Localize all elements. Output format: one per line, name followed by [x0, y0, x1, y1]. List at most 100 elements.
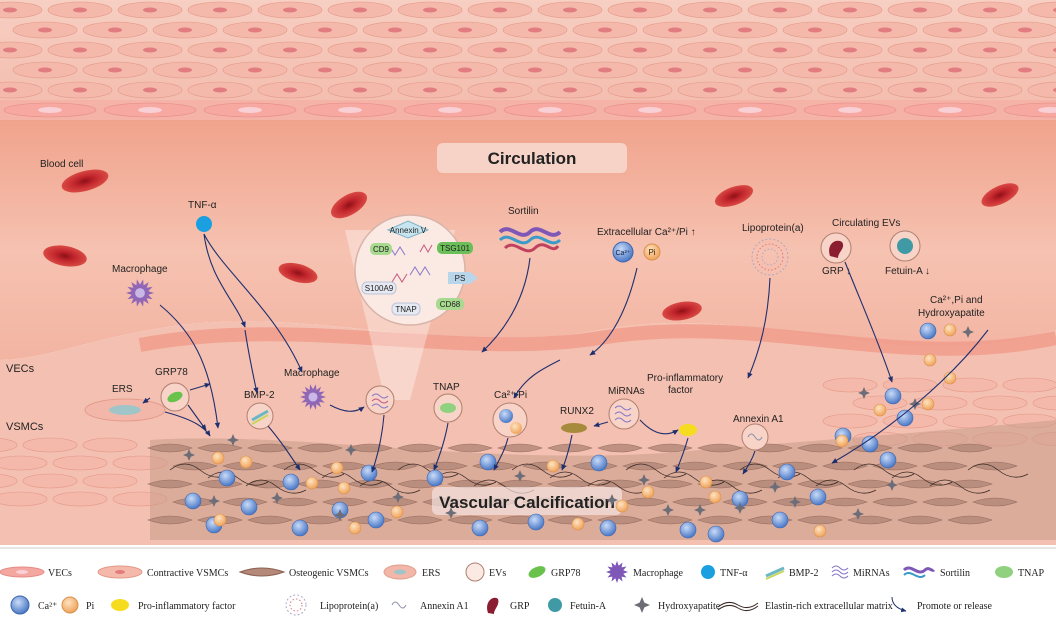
circulation-label: Circulation	[488, 149, 577, 168]
osteogenic-vsmc	[372, 461, 418, 471]
calcium-icon	[778, 463, 796, 481]
hydroxyapatite-icon	[334, 509, 346, 521]
contractive-vsmc	[1002, 377, 1056, 393]
calcium-icon	[707, 525, 725, 543]
contractive-vsmc	[942, 377, 998, 393]
legend-label: TNAP	[1018, 568, 1045, 579]
osteogenic-vsmc	[497, 443, 543, 453]
osteogenic-vsmc	[897, 443, 943, 453]
tnf-alpha-icon	[196, 216, 212, 232]
cell-nucleus	[1038, 107, 1056, 113]
fetuin-a-icon	[897, 238, 913, 254]
calcium-icon	[499, 409, 513, 423]
calcium-icon	[771, 511, 789, 529]
contractive-vsmc	[822, 413, 878, 429]
cell-nucleus	[458, 27, 472, 33]
cell-nucleus	[843, 87, 857, 93]
cell-nucleus	[773, 87, 787, 93]
contractive-vsmc	[0, 455, 48, 471]
osteogenic-vsmc	[947, 479, 993, 489]
tsg101-label: TSG101	[440, 244, 470, 253]
cell-nucleus	[633, 7, 647, 13]
legend-label: Osteogenic VSMCs	[289, 568, 369, 579]
calcium-icon	[218, 469, 236, 487]
hydroxyapatite-icon	[769, 481, 781, 493]
contractive-vsmc	[0, 438, 18, 452]
hydroxyapatite-icon	[662, 504, 674, 516]
legend-label: Sortilin	[940, 568, 970, 579]
s100a9-label: S100A9	[365, 284, 394, 293]
cell-nucleus	[178, 67, 192, 73]
blood-cell-icon	[714, 185, 754, 207]
ca-pi-label: Ca²⁺/Pi	[494, 390, 527, 401]
macrophage-top-label: Macrophage	[112, 264, 168, 275]
annexin-v-label: Annexin V	[390, 226, 427, 235]
contractive-vsmc	[52, 491, 108, 507]
annexin-a1-icon	[391, 601, 407, 609]
osteogenic-vsmc	[947, 515, 993, 525]
osteogenic-vsmc	[922, 497, 968, 507]
osteogenic-vsmc	[672, 461, 718, 471]
cell-nucleus	[143, 7, 157, 13]
contractive-vsmc	[22, 473, 78, 489]
lipoprotein-a-icon	[751, 238, 789, 276]
lipoprotein-a-icon	[285, 594, 307, 616]
hydroxyapatite-icon	[271, 492, 283, 504]
contractive-vsmc	[942, 413, 998, 429]
osteogenic-vsmc	[297, 515, 343, 525]
contractive-vsmc-icon	[97, 565, 143, 579]
cd68-icon	[436, 298, 464, 310]
hydroxyapatite-icon	[886, 479, 898, 491]
calcium-icon	[471, 519, 489, 537]
calcium-icon	[184, 492, 202, 510]
cell-nucleus	[353, 47, 367, 53]
phosphate-icon	[708, 490, 722, 504]
phosphate-icon	[305, 476, 319, 490]
hydroxyapatite-icon	[694, 504, 706, 516]
hydroxyapatite-icon	[606, 494, 618, 506]
legend-label: Promote or release	[917, 601, 993, 612]
hydroxyapatite-icon	[445, 507, 457, 519]
osteogenic-vsmc	[197, 443, 243, 453]
legend-label: MiRNAs	[853, 568, 890, 579]
tnap-label: TNAP	[433, 382, 460, 393]
cell-nucleus	[538, 107, 562, 113]
hydroxyapatite-icon	[638, 474, 650, 486]
contractive-vsmc	[82, 437, 138, 453]
osteogenic-vsmc	[897, 515, 943, 525]
phosphate-icon	[239, 455, 253, 469]
calcium-icon	[919, 322, 937, 340]
bmp2-label: BMP-2	[244, 390, 275, 401]
phosphate-icon	[923, 353, 937, 367]
calcium-icon	[896, 409, 914, 427]
cell-nucleus	[338, 107, 362, 113]
phosphate-icon	[641, 485, 655, 499]
ev-mirnas	[608, 398, 640, 430]
annexin-v-icon	[386, 220, 430, 239]
vascular-calcification-label-box	[432, 487, 622, 515]
hydroxyapatite-label-2: Hydroxyapatite	[918, 308, 985, 319]
cell-nucleus	[528, 27, 542, 33]
pathway-arrows	[142, 233, 989, 475]
runx2-icon	[561, 423, 587, 433]
contractive-vsmc	[0, 474, 18, 488]
contractive-vsmc	[822, 377, 878, 393]
annexin-a1-label: Annexin A1	[733, 414, 784, 425]
grp78-icon	[167, 391, 183, 403]
tnap-ev-label: TNAP	[395, 305, 416, 314]
calcium-icon	[479, 453, 497, 471]
legend-label: Lipoprotein(a)	[320, 601, 378, 612]
cell-nucleus	[423, 47, 437, 53]
legend-label: TNF-α	[720, 568, 748, 579]
mirna-icon	[614, 405, 632, 423]
cell-nucleus	[423, 87, 437, 93]
cell-nucleus	[38, 107, 62, 113]
phosphate-icon	[510, 422, 522, 434]
hydroxyapatite-icon	[392, 491, 404, 503]
tnap-icon	[995, 566, 1013, 578]
cell-nucleus	[213, 7, 227, 13]
elastin-fiber	[625, 463, 687, 478]
osteogenic-vsmc	[297, 443, 343, 453]
